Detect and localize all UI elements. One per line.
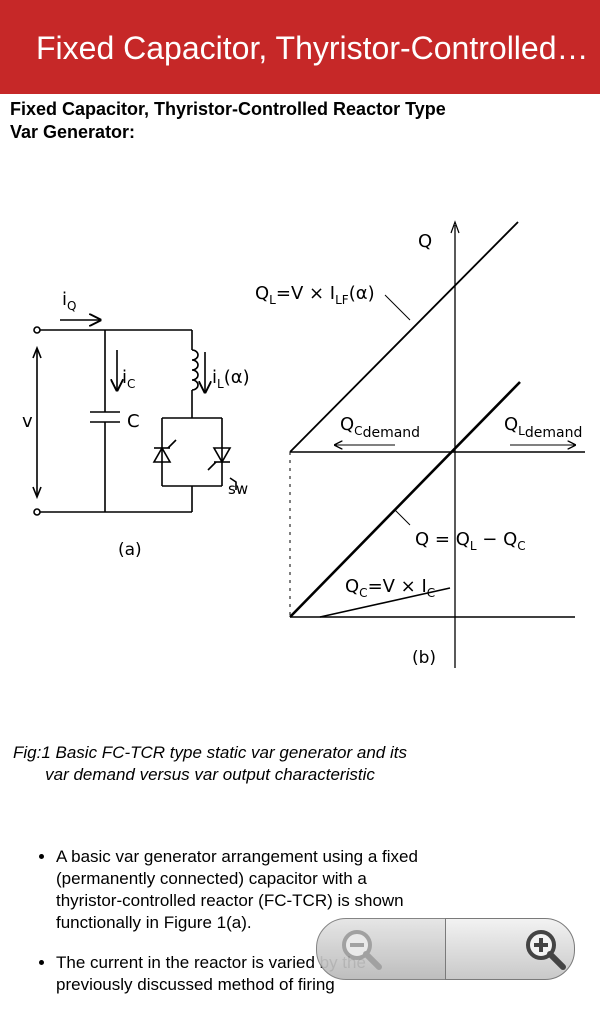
zoom-out-button[interactable] [316,918,446,980]
eq-q-mid: − Q [477,529,518,550]
label-ic-sub: C [127,377,135,391]
svg-text:iL(α): iL(α) [212,367,250,391]
ql-demand-sub: L [518,424,525,438]
figure-svg: iQ iC C iL(α) v sw (a) [22,220,585,668]
eq-ql-rhs: =V × I [276,283,335,304]
eq-q-sub2: C [517,539,525,553]
zoom-controls [316,918,575,980]
label-v: v [22,411,33,432]
eq-ql: Q [255,283,269,304]
label-a: (a) [118,540,142,560]
label-c: C [127,411,140,432]
svg-text:QL=V × ILF(α): QL=V × ILF(α) [255,283,375,307]
eq-qc: Q [345,576,359,597]
svg-text:iQ: iQ [62,289,76,313]
axis-q-label: Q [418,231,432,252]
eq-qc-rhs: =V × I [368,576,427,597]
svg-text:iC: iC [122,367,135,391]
eq-q-sub1: L [470,539,477,553]
zoom-in-button[interactable] [445,918,575,980]
eq-ql-sub: L [269,293,276,307]
circuit-labels: iQ iC C iL(α) v sw (a) [22,289,250,560]
label-il-arg: (α) [224,367,250,388]
svg-text:QCdemand: QCdemand [340,414,420,441]
ql-demand-sub2: demand [525,425,582,441]
characteristic-plot-b [289,220,585,668]
zoom-out-icon [342,930,382,970]
svg-text:QC=V × IC: QC=V × IC [345,576,435,600]
svg-text:Q = QL − QC: Q = QL − QC [415,529,526,553]
label-iq-sub: Q [67,299,76,313]
bullet-list: A basic var generator arrangement using … [30,846,436,1014]
qc-demand-sub2: demand [363,425,420,441]
label-il-sub: L [217,377,224,391]
qc-demand-sub: C [354,424,362,438]
eq-qc-sub: C [359,586,367,600]
qc-demand: Q [340,414,354,435]
circuit-diagram-a [32,320,237,516]
plot-labels: Q QL=V × ILF(α) QCdemand QLdemand Q = QL… [255,231,582,668]
svg-text:QLdemand: QLdemand [504,414,582,441]
label-sw: sw [228,480,248,498]
label-iq: i [62,289,67,310]
eq-qc-rhs-sub: C [427,586,435,600]
app-bar: Fixed Capacitor, Thyristor-Controlled Re… [0,0,600,94]
app-title: Fixed Capacitor, Thyristor-Controlled Re… [36,30,592,66]
list-item: A basic var generator arrangement using … [56,846,436,934]
eq-ql-arg: (α) [349,283,375,304]
eq-q: Q = Q [415,529,470,550]
zoom-in-icon [526,930,566,970]
list-item: The current in the reactor is varied by … [56,952,436,996]
label-b: (b) [412,648,436,668]
label-il: i [212,367,217,388]
label-ic: i [122,367,127,388]
ql-demand: Q [504,414,518,435]
eq-ql-rhs-sub: LF [335,293,349,307]
section-heading: Fixed Capacitor, Thyristor-Controlled Re… [10,99,446,142]
figure-caption: Fig:1 Basic FC-TCR type static var gener… [13,743,407,784]
figure-1: iQ iC C iL(α) v sw (a) [0,190,600,690]
